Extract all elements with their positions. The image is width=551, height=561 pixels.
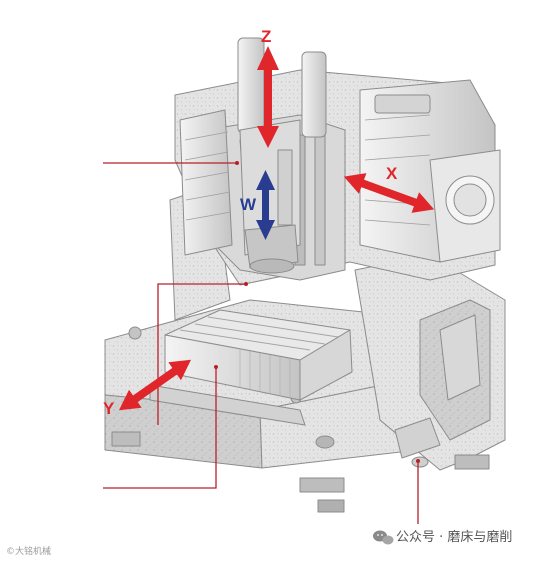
- y-axis-label: Y: [103, 399, 115, 418]
- z-axis-label: Z: [261, 27, 271, 46]
- watermark: 公众号 · 磨床与磨削 ©大铭机械: [6, 530, 512, 557]
- w-axis-label: W: [240, 195, 257, 214]
- callout-line-table: [157, 283, 246, 425]
- x-axis-arrow: [343, 173, 435, 213]
- callout-lines: [103, 161, 420, 524]
- work-table: [149, 309, 353, 426]
- w-axis-arrow: [256, 170, 275, 240]
- x-axis-carriage: [359, 79, 501, 263]
- corner-watermark-text: ©大铭机械: [6, 545, 51, 557]
- watermark-text: 公众号 · 磨床与磨削: [396, 530, 512, 545]
- x-axis-label: X: [386, 164, 398, 183]
- y-axis-arrow: [118, 359, 192, 411]
- wechat-icon: [373, 530, 394, 545]
- z-axis-arrow: [257, 46, 279, 148]
- callout-line-y-saddle: [103, 367, 217, 489]
